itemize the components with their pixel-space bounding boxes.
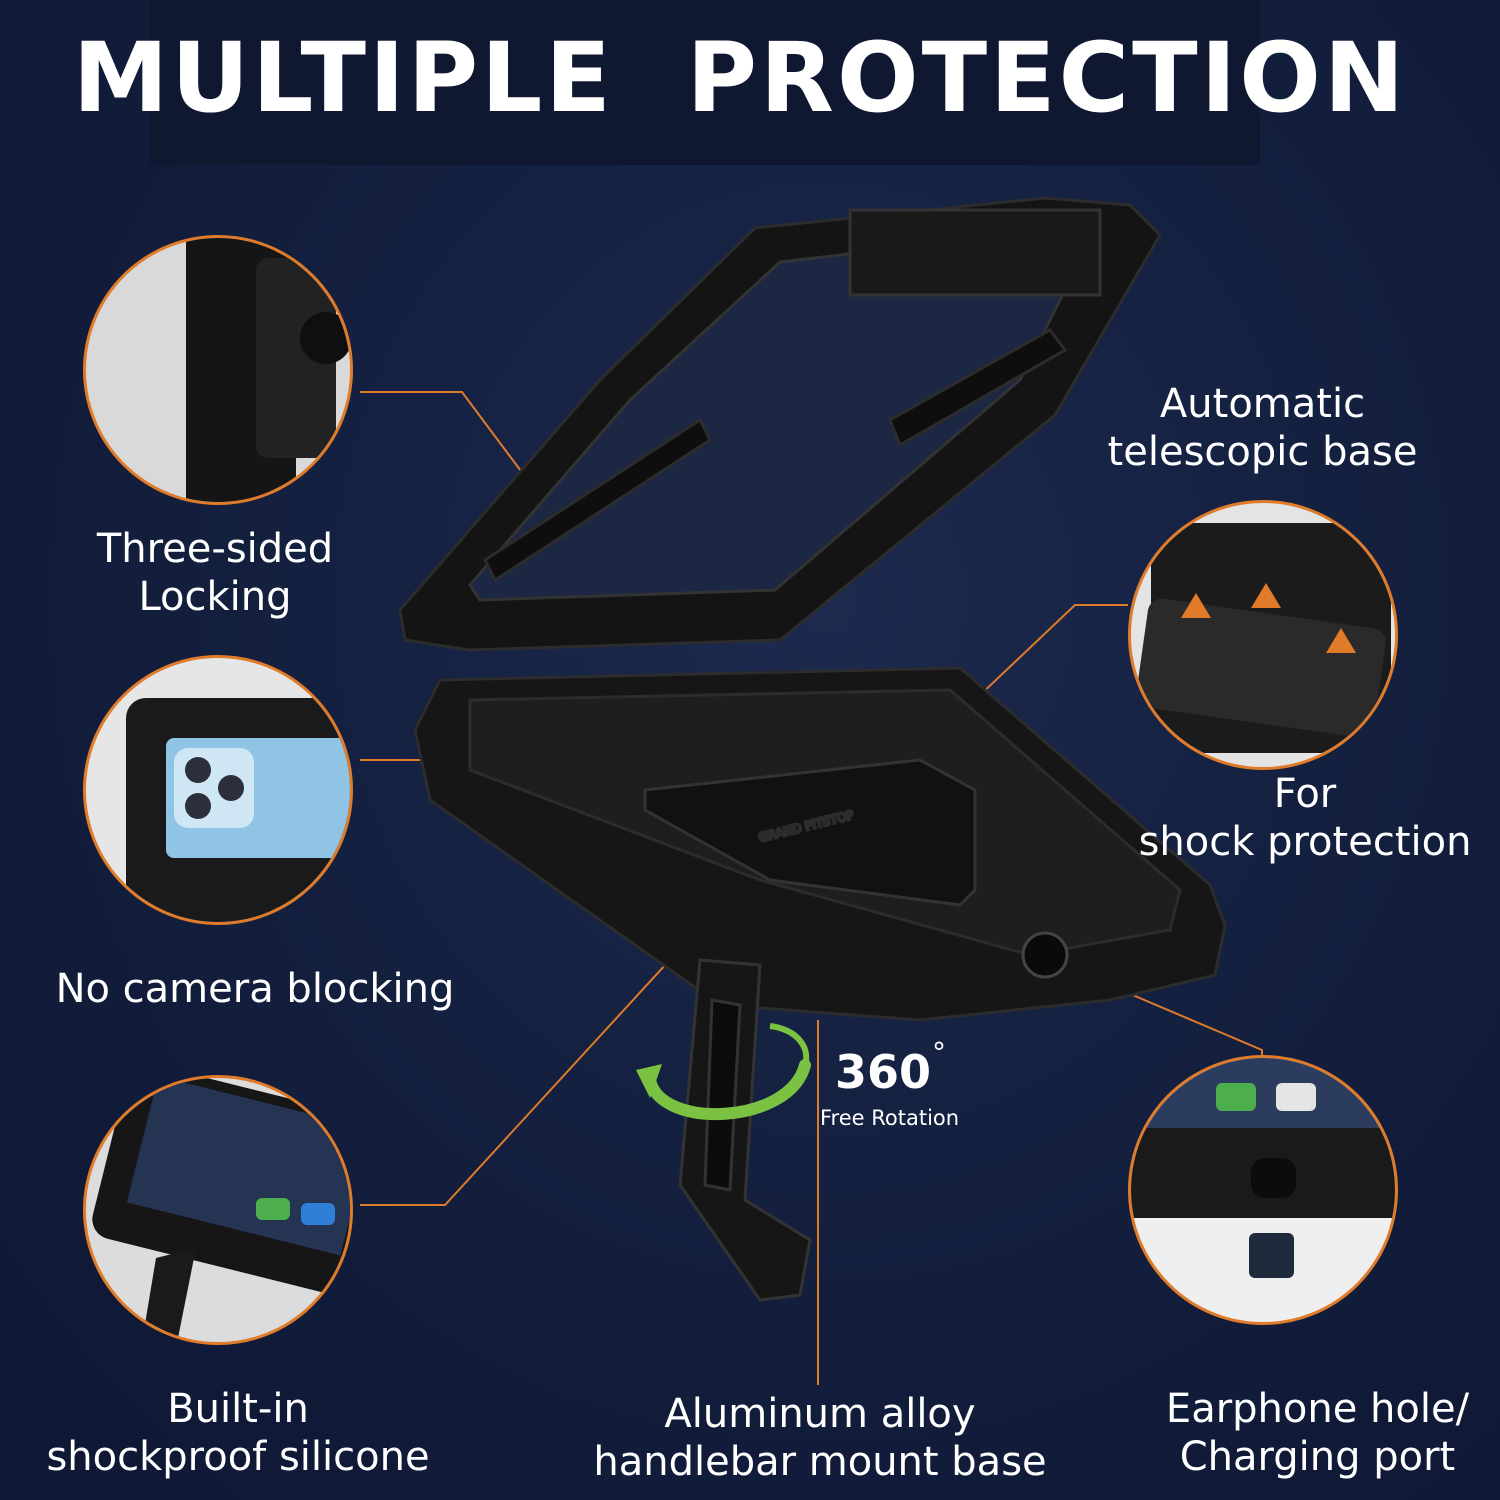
page-title: MULTIPLE PROTECTION [72, 22, 1408, 134]
case-lid [398, 196, 1162, 652]
detail-camera-circle [83, 655, 353, 925]
camera-detail-icon [126, 698, 350, 922]
port-detail-icon [1131, 1058, 1395, 1278]
silicone-detail-icon [92, 1078, 350, 1342]
case-base: GRAND PITSTOP [413, 666, 1227, 1022]
rotation-value: 360 [835, 1045, 932, 1099]
connector-shockproof [360, 877, 746, 1206]
label-earphone-port: Earphone hole/Charging port [1165, 1386, 1470, 1480]
rotation-arrow-icon [644, 1059, 811, 1121]
title-band [150, 0, 1260, 165]
detail-locking-circle [83, 235, 353, 505]
telescopic-detail-icon [1136, 523, 1391, 753]
rotation-label: Free Rotation [820, 1106, 960, 1130]
detail-silicone-circle [83, 1075, 353, 1345]
detail-port-circle [1128, 1055, 1398, 1325]
locking-detail-icon [186, 238, 350, 502]
handlebar-stem [678, 958, 812, 1302]
detail-telescopic-circle [1128, 500, 1398, 770]
label-no-camera-blocking: No camera blocking [55, 966, 455, 1012]
rotation-degree: ° [932, 1036, 946, 1069]
